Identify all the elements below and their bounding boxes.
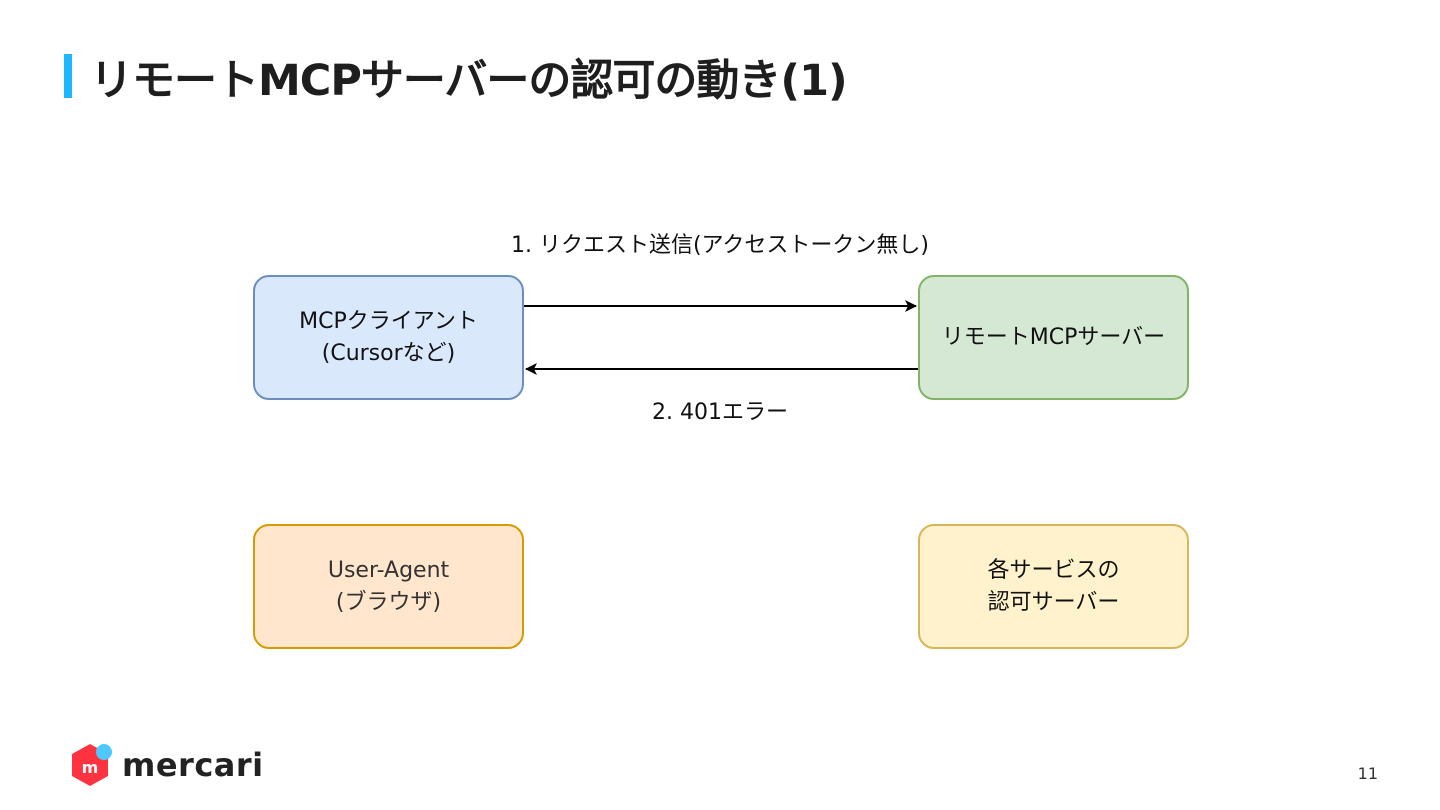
node-mcp-client: MCPクライアント (Cursorなど) [253,275,524,400]
node-authorization-server-line2: 認可サーバー [987,589,1120,615]
edge-label-401: 2. 401エラー [652,400,788,425]
node-user-agent-line1: User-Agent [327,557,450,583]
node-user-agent: User-Agent (ブラウザ) [253,524,524,649]
node-remote-mcp-server: リモートMCPサーバー [918,275,1189,400]
slide-title: リモートMCPサーバーの認可の動き(1) [90,56,848,106]
svg-text:m: m [82,758,99,777]
title-accent-bar [64,54,72,98]
page-number: 11 [1357,764,1378,783]
node-mcp-client-line2: (Cursorなど) [321,340,456,366]
node-mcp-client-line1: MCPクライアント [299,308,478,334]
mercari-logo-icon: m [72,744,112,786]
node-authorization-server-line1: 各サービスの [987,557,1120,583]
node-user-agent-line2: (ブラウザ) [335,589,442,615]
node-authorization-server: 各サービスの 認可サーバー [918,524,1189,649]
mercari-logo: m mercari [70,742,264,788]
mercari-logo-text: mercari [122,746,264,784]
edge-label-request: 1. リクエスト送信(アクセストークン無し) [510,233,930,258]
node-remote-mcp-server-label: リモートMCPサーバー [941,324,1166,350]
